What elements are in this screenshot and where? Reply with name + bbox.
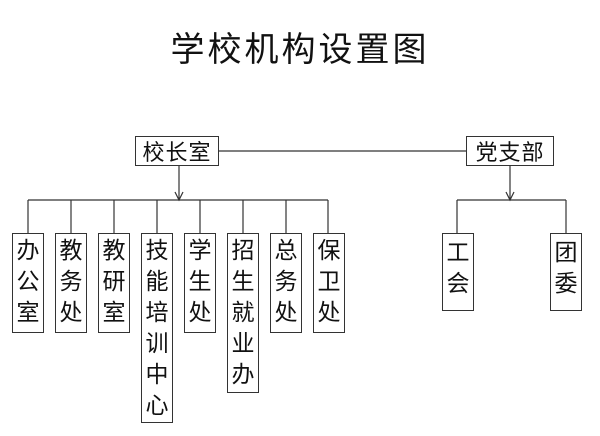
- teaching-research-box: 教 研 室: [98, 233, 130, 333]
- skills-training-char: 能: [145, 269, 169, 295]
- trade-union-char: 工: [446, 240, 470, 266]
- skills-training-char: 中: [145, 362, 169, 388]
- teaching-research-char: 教: [102, 238, 126, 264]
- general-affairs-box: 总 务 处: [270, 233, 302, 333]
- youth-league-char: 团: [554, 240, 578, 266]
- general-affairs-char: 总: [274, 238, 298, 264]
- skills-training-char: 心: [145, 393, 169, 419]
- security-box: 保 卫 处: [313, 233, 345, 333]
- general-affairs-char: 务: [274, 269, 298, 295]
- security-char: 处: [317, 300, 341, 326]
- skills-training-center-box: 技 能 培 训 中 心: [141, 233, 173, 423]
- teaching-research-char: 研: [102, 269, 126, 295]
- admissions-employment-box: 招 生 就 业 办: [227, 233, 259, 393]
- party-branch-box: 党支部: [466, 136, 554, 166]
- skills-training-char: 训: [145, 331, 169, 357]
- skills-training-char: 技: [145, 238, 169, 264]
- general-office-char: 办: [16, 238, 40, 264]
- diagram-title: 学校机构设置图: [170, 30, 430, 70]
- trade-union-box: 工 会: [442, 233, 474, 311]
- admissions-employment-char: 生: [231, 269, 255, 295]
- security-char: 保: [317, 238, 341, 264]
- student-affairs-char: 处: [188, 300, 212, 326]
- academic-affairs-char: 处: [59, 300, 83, 326]
- security-char: 卫: [317, 269, 341, 295]
- student-affairs-char: 学: [188, 238, 212, 264]
- general-office-box: 办 公 室: [12, 233, 44, 333]
- student-affairs-box: 学 生 处: [184, 233, 216, 333]
- admissions-employment-char: 业: [231, 331, 255, 357]
- teaching-research-char: 室: [102, 300, 126, 326]
- trade-union-char: 会: [446, 271, 470, 297]
- admissions-employment-char: 就: [231, 300, 255, 326]
- principal-office-box: 校长室: [135, 136, 219, 166]
- general-affairs-char: 处: [274, 300, 298, 326]
- admissions-employment-char: 招: [231, 238, 255, 264]
- skills-training-char: 培: [145, 300, 169, 326]
- admissions-employment-char: 办: [231, 362, 255, 388]
- academic-affairs-char: 教: [59, 238, 83, 264]
- youth-league-char: 委: [554, 271, 578, 297]
- general-office-char: 室: [16, 300, 40, 326]
- student-affairs-char: 生: [188, 269, 212, 295]
- general-office-char: 公: [16, 269, 40, 295]
- youth-league-box: 团 委: [550, 233, 582, 311]
- academic-affairs-char: 务: [59, 269, 83, 295]
- academic-affairs-box: 教 务 处: [55, 233, 87, 333]
